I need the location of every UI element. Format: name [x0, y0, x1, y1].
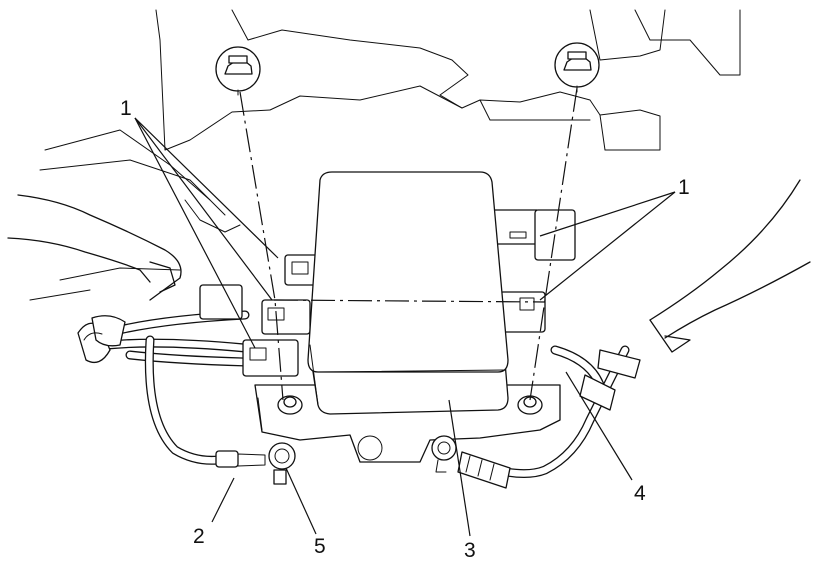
vehicle-body-background	[29, 9, 741, 301]
nut-icon	[554, 42, 600, 93]
centre-lines	[239, 87, 578, 401]
callout-labels: 1 1 2 3 4 5	[120, 97, 690, 562]
control-unit	[307, 171, 509, 415]
hose-left	[7, 194, 182, 301]
callout-3: 3	[464, 539, 476, 562]
callout-1-left: 1	[120, 97, 132, 120]
wiring-harness-left	[77, 310, 250, 367]
callout-2: 2	[193, 525, 205, 548]
ground-wire	[144, 335, 266, 468]
callout-1-right: 1	[678, 176, 690, 199]
callout-4: 4	[634, 482, 646, 505]
callout-5: 5	[314, 535, 326, 558]
bolt-center	[431, 435, 457, 473]
hose-right	[649, 179, 811, 353]
nut-icon	[215, 46, 261, 96]
leader-lines	[134, 117, 676, 537]
bolt-5	[268, 442, 296, 485]
